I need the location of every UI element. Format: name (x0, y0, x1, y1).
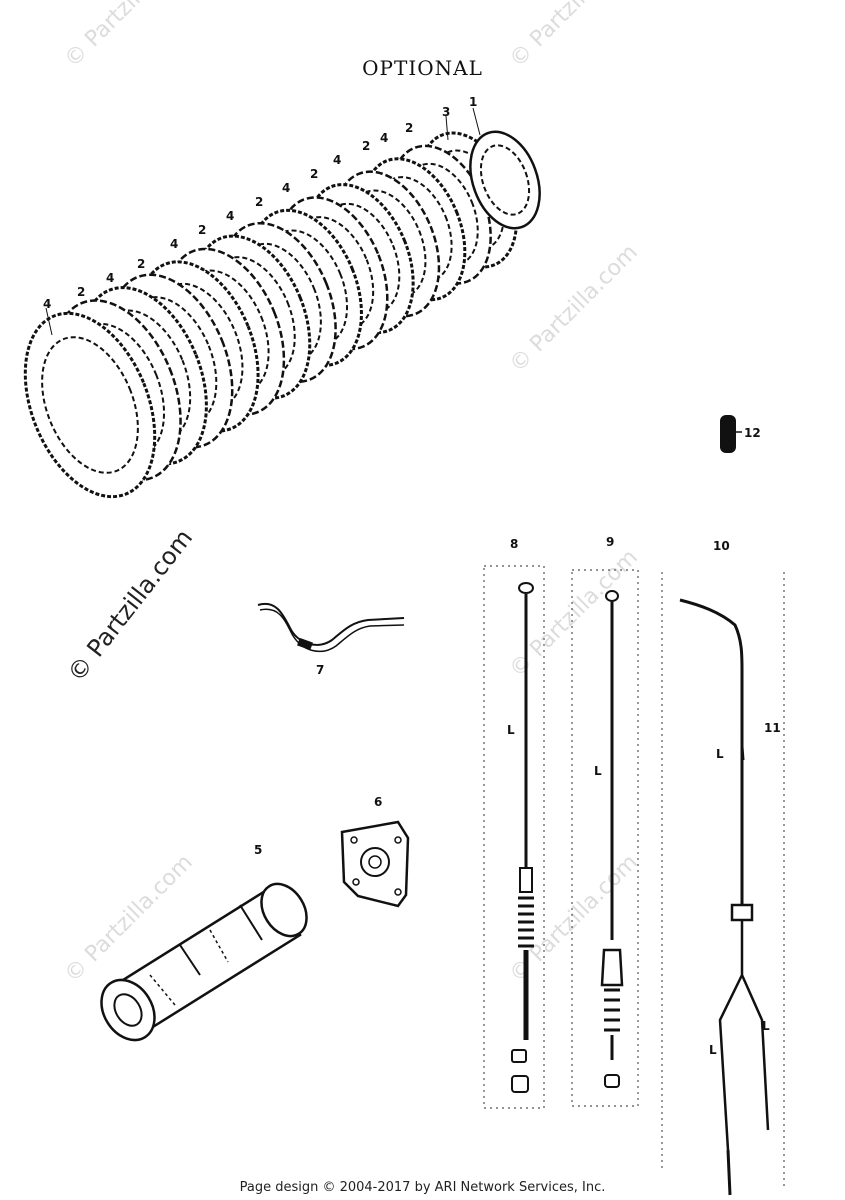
callout-10: 10 (713, 539, 730, 553)
callout-1: 1 (469, 95, 478, 109)
callout-5: 5 (254, 843, 263, 857)
callout-8: 8 (510, 537, 519, 551)
callout-9: 9 (606, 535, 615, 549)
cable-9-frame (571, 569, 639, 1107)
callout-3: 3 (442, 105, 451, 119)
callout-7: 7 (316, 663, 325, 677)
callout-2: 2 (405, 121, 414, 135)
callout-11: 11 (764, 721, 781, 735)
part-9-cable (600, 590, 624, 1088)
callout-2: 2 (137, 257, 146, 271)
dimension-l: L (716, 747, 724, 761)
callout-4: 4 (106, 271, 115, 285)
callout-12: 12 (744, 426, 761, 440)
part-10-cable (679, 598, 770, 1196)
callout-4: 4 (43, 297, 52, 311)
callout-2: 2 (77, 285, 86, 299)
cable-8-frame (483, 565, 545, 1109)
dimension-l: L (594, 764, 602, 778)
footer-credit: Page design © 2004-2017 by ARI Network S… (239, 1180, 606, 1195)
callout-2: 2 (362, 139, 371, 153)
part-6-plate (340, 820, 410, 908)
callout-2: 2 (255, 195, 264, 209)
page-title: OPTIONAL (362, 56, 483, 80)
callout-4: 4 (380, 131, 389, 145)
callout-6: 6 (374, 795, 383, 809)
part-12-pad (720, 415, 736, 453)
clutch-plate-inner (41, 336, 139, 474)
callout-4: 4 (282, 181, 291, 195)
callout-4: 4 (226, 209, 235, 223)
part-8-cable (511, 582, 534, 1093)
callout-4: 4 (170, 237, 179, 251)
callout-2: 2 (198, 223, 207, 237)
callout-4: 4 (333, 153, 342, 167)
callout-2: 2 (310, 167, 319, 181)
part-7-handlebar (257, 602, 405, 646)
dimension-l: L (507, 723, 515, 737)
dimension-l: L (709, 1043, 717, 1057)
clutch-plate (23, 311, 157, 499)
part-5-tool (100, 882, 308, 1042)
clutch-hub (469, 130, 541, 230)
clutch-plate-stack (23, 131, 518, 499)
dimension-l: L (762, 1019, 770, 1033)
